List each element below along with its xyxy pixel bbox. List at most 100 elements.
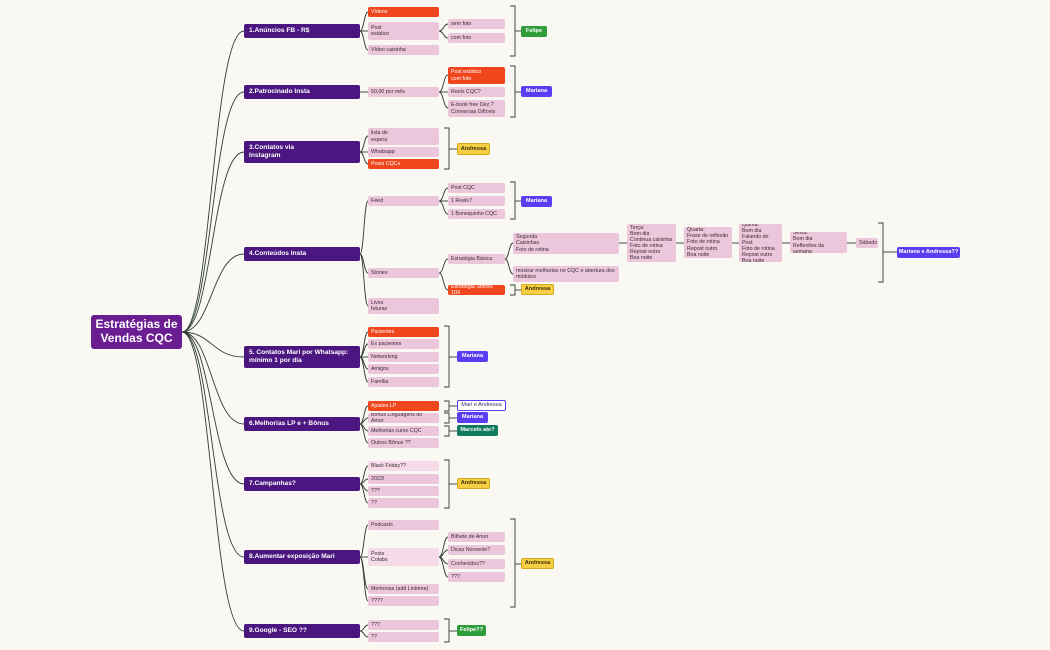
group-bracket (510, 518, 516, 608)
branch-connector (504, 242, 514, 260)
leaf-ebook[interactable]: E-book free Dez.? Conversas Difíceis (448, 100, 505, 117)
leaf-ex-pacientes[interactable]: Ex pacientes (368, 339, 439, 349)
owner-tag[interactable]: Mariana (521, 86, 552, 97)
leaf-amigos[interactable]: Amigos (368, 364, 439, 374)
category-4[interactable]: 4.Conteúdos Insta (244, 247, 360, 261)
leaf-networking[interactable]: Networking (368, 352, 439, 362)
leaf-familia[interactable]: Família (368, 377, 439, 387)
leaf-conhecidos[interactable]: Conhecidos?? (448, 559, 505, 569)
leaf-quinta[interactable]: Quinta: Bom dia Falando do Post Foto de … (739, 224, 782, 262)
group-bracket (510, 284, 516, 296)
category-1[interactable]: 1.Anúncios FB - R$ (244, 24, 360, 38)
group-bracket (510, 65, 516, 118)
root-connector (181, 253, 245, 333)
leaf-campanha-triple-q[interactable]: ??? (368, 486, 439, 496)
leaf-com-foto[interactable]: com foto (448, 33, 505, 43)
owner-tag[interactable]: Felipe?? (457, 625, 486, 636)
branch-connector (438, 30, 449, 39)
leaf-seo-double-q[interactable]: ?? (368, 632, 439, 642)
leaf-melhorias-curso[interactable]: Melhorias curso CQC (368, 426, 439, 436)
group-bracket (444, 425, 450, 437)
branch-connector (359, 483, 369, 504)
leaf-mostrar-melhorias[interactable]: mostrar melhorias no CQC e abertura dos … (513, 266, 619, 282)
leaf-lista-espera[interactable]: lista de espera (368, 128, 439, 145)
category-2[interactable]: 2.Patrocinado Insta (244, 85, 360, 99)
owner-tag[interactable]: Andressa (457, 478, 490, 489)
owner-tag[interactable]: Mariana e Andressa?? (897, 247, 960, 258)
branch-connector (438, 200, 449, 215)
group-bracket (878, 222, 884, 283)
owner-tag[interactable]: Felipe (521, 26, 547, 37)
owner-tag[interactable]: Andressa (521, 284, 554, 295)
leaf-quad-q[interactable]: ???? (368, 596, 439, 606)
leaf-stories[interactable]: Stories (368, 268, 439, 278)
branch-connector (359, 524, 369, 558)
leaf-whatsapp[interactable]: Whatsapp (368, 147, 439, 157)
leaf-dicas-noroeste[interactable]: Dicas Noroeste? (448, 545, 505, 555)
owner-tag[interactable]: Mariana (521, 196, 552, 207)
branch-connector (438, 187, 449, 202)
leaf-black-friday[interactable]: Black Friday?? (368, 461, 439, 471)
leaf-post-estatico[interactable]: Post estático (368, 22, 439, 40)
leaf-lives-futuras[interactable]: Lives futuras (368, 298, 439, 314)
owner-tag[interactable]: Andressa (521, 558, 554, 569)
leaf-colab-triple-q[interactable]: ??? (448, 572, 505, 582)
leaf-bonus-linguagens[interactable]: Bônus Linguagens do Amor (368, 413, 439, 423)
branch-connector (359, 624, 369, 632)
leaf-post-estatico-foto[interactable]: Post estático com foto (448, 67, 505, 84)
leaf-terca[interactable]: Terça: Bom dia Continua caixinha Foto de… (627, 224, 676, 262)
leaf-sem-foto[interactable]: sem foto (448, 19, 505, 29)
category-3[interactable]: 3.Contatos via Instagram (244, 141, 360, 163)
branch-connector (438, 556, 449, 578)
group-bracket (444, 127, 450, 170)
leaf-feed[interactable]: Feed (368, 196, 439, 206)
leaf-1-reels[interactable]: 1 Reels? (448, 196, 505, 206)
leaf-pacientes[interactable]: Pacientes (368, 327, 439, 337)
leaf-seo-triple-q[interactable]: ??? (368, 620, 439, 630)
leaf-estrategia-basica[interactable]: Estratégia Básica (448, 254, 505, 264)
leaf-bilhete-amor[interactable]: Bilhete de Amor (448, 532, 505, 542)
group-bracket (444, 459, 450, 509)
owner-tag[interactable]: Mariana (457, 351, 488, 362)
branch-connector (504, 258, 514, 275)
leaf-posts-colabs[interactable]: Posts Colabs (368, 548, 439, 566)
branch-connector (359, 556, 369, 590)
owner-tag[interactable]: Mariana (457, 412, 488, 423)
root-node[interactable]: Estratégias de Vendas CQC (91, 315, 182, 349)
category-6[interactable]: 6.Melhorias LP e + Bônus (244, 417, 360, 431)
leaf-2023[interactable]: 2023! (368, 474, 439, 484)
category-7[interactable]: 7.Campanhas? (244, 477, 360, 491)
category-9[interactable]: 9.Google - SEO ?? (244, 624, 360, 638)
leaf-videos[interactable]: Vídeos (368, 7, 439, 17)
group-bracket (510, 5, 516, 57)
leaf-50-por-mes[interactable]: 50,00 por mês (368, 87, 439, 97)
leaf-sexta[interactable]: Sexta: Bom dia Reflexões da semana (790, 232, 847, 253)
branch-connector (359, 556, 369, 602)
leaf-segunda[interactable]: Segunda Caixinhas Foto de rotina (513, 233, 619, 254)
owner-tag[interactable]: Mari e Andressa (457, 400, 506, 411)
leaf-podcasts[interactable]: Podcasts (368, 520, 439, 530)
branch-connector (359, 30, 369, 51)
leaf-post-cqc[interactable]: Post CQC (448, 183, 505, 193)
leaf-1-bonequinho[interactable]: 1 Bonequinho CQC (448, 209, 505, 219)
group-bracket (510, 181, 516, 220)
leaf-video-caixinha[interactable]: Vídeo caixinha (368, 45, 439, 55)
leaf-quarta[interactable]: Quarta: Frase de reflexão Foto de rotina… (684, 227, 732, 258)
root-connector (181, 331, 245, 485)
category-8[interactable]: 8.Aumentar exposição Mari (244, 550, 360, 564)
leaf-ajustes-lp[interactable]: Ajustes LP (368, 401, 439, 411)
leaf-campanha-double-q[interactable]: ?? (368, 498, 439, 508)
branch-connector (359, 423, 369, 444)
leaf-sabado[interactable]: Sábado (856, 238, 878, 248)
group-bracket (444, 618, 450, 643)
leaf-posts-cqcs[interactable]: Posts CQCs (368, 159, 439, 169)
leaf-mentorias[interactable]: Mentorias (add Linktree) (368, 584, 439, 594)
leaf-estrategia-stories-10x[interactable]: Estratégia Stories 10X (448, 285, 505, 295)
leaf-reels-cqc[interactable]: Reels CQC? (448, 87, 505, 97)
owner-tag[interactable]: Marcelo ate? (457, 425, 498, 436)
leaf-outros-bonus[interactable]: Outros Bônus ?? (368, 438, 439, 448)
category-5[interactable]: 5. Contatos Mari por Whatsapp: mínimo 1 … (244, 346, 360, 368)
group-bracket (444, 325, 450, 388)
branch-connector (438, 23, 449, 32)
owner-tag[interactable]: Andressa (457, 143, 490, 155)
